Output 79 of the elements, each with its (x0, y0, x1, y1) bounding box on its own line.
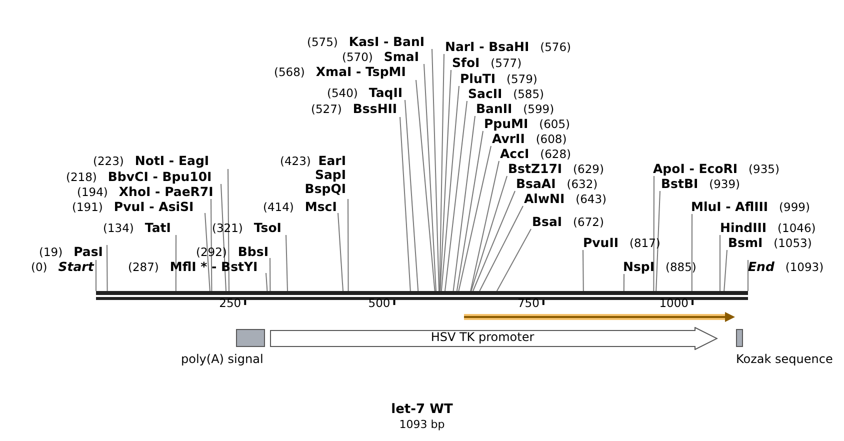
leader-line (175, 234, 176, 292)
leader-line (724, 250, 728, 292)
map-title: let-7 WT (390, 402, 454, 417)
tick-label: 1000 (658, 296, 689, 310)
leader-line (456, 130, 484, 292)
leader-line (440, 86, 460, 292)
enzyme-site-label: BsaAI (632) (516, 177, 598, 191)
leader-line (338, 212, 344, 292)
leader-line (691, 214, 692, 292)
enzyme-site-label: (0) Start (31, 260, 94, 274)
enzyme-site-label: (570) SmaI (342, 50, 420, 64)
leader-line (348, 198, 349, 292)
enzyme-site-label: AccI (628) (500, 147, 572, 161)
enzyme-site-label: (321) TsoI (212, 221, 282, 235)
enzyme-site-label: MluI - AflIII (999) (691, 200, 810, 214)
leader-line (472, 190, 516, 292)
leader-line (286, 234, 288, 292)
leader-line (452, 116, 476, 292)
enzyme-site-label: (287) MflI * - BstYI (128, 260, 258, 274)
enzyme-site-label: (568) XmaI - TspMI (274, 65, 406, 79)
leader-line (228, 168, 230, 292)
enzyme-site-label: SfoI (577) (452, 56, 522, 70)
leader-line (204, 212, 210, 292)
leader-line (470, 176, 508, 292)
enzyme-site-label: BsaI (672) (532, 215, 604, 229)
leader-line (458, 146, 492, 292)
enzyme-site-label: (414) MscI (263, 200, 337, 214)
enzyme-site-label: (527) BssHII (311, 102, 398, 116)
leader-line (656, 190, 660, 292)
enzyme-site-label: HindIII (1046) (720, 221, 816, 235)
enzyme-site-label: PluTI (579) (460, 72, 538, 86)
leader-line (439, 54, 444, 292)
enzyme-site-label: PpuMI (605) (484, 117, 570, 131)
leader-line (404, 100, 419, 292)
leader-line (266, 272, 268, 292)
enzyme-site-label: (223) NotI - EagI (93, 154, 210, 168)
enzyme-site-label: NspI (885) (623, 260, 696, 274)
leader-line (440, 70, 452, 292)
sequence-length: 1093 bp (398, 418, 446, 431)
leader-line (582, 250, 584, 292)
enzyme-site-label: SacII (585) (468, 87, 544, 101)
leader-line (424, 64, 436, 292)
enzyme-site-label: (134) TatI (103, 221, 171, 235)
leader-line (470, 160, 500, 292)
tick-label: 500 (367, 296, 390, 310)
promoter-feature: HSV TK promoter (270, 327, 718, 350)
enzyme-site-label: BanII (599) (476, 102, 554, 116)
enzyme-site-label: (292) BbsI (196, 245, 268, 259)
enzyme-site-label: (191) PvuI - AsiSI (72, 200, 194, 214)
leader-line (210, 198, 212, 292)
leader-line (432, 48, 440, 292)
leader-line (479, 206, 524, 292)
leader-line (653, 176, 654, 292)
leader-line (444, 100, 468, 292)
leader-line (416, 80, 436, 292)
leader-line (623, 274, 624, 292)
leader-line (496, 228, 532, 292)
enzyme-site-label: AvrII (608) (492, 132, 567, 146)
enzyme-site-label: BstBI (939) (661, 177, 740, 191)
tick-label: 750 (516, 296, 540, 310)
dna-backbone (96, 291, 748, 300)
enzyme-site-label: (218) BbvCI - Bpu10I (66, 170, 212, 184)
leader-line (400, 116, 411, 292)
leader-line (106, 244, 108, 292)
leader-line (270, 258, 271, 292)
enzyme-site-label: (423) EarI SapI BspQI (270, 154, 346, 196)
enzyme-site-label: BstZ17I (629) (508, 162, 604, 176)
enzyme-site-label: PvuII (817) (583, 236, 660, 250)
enzyme-site-label: ApoI - EcoRI (935) (653, 162, 780, 176)
tick-label: 250 (218, 296, 242, 310)
enzyme-site-label: NarI - BsaHI (576) (445, 40, 572, 54)
enzyme-site-label: (194) XhoI - PaeR7I (77, 185, 214, 199)
enzyme-site-label: (540) TaqII (327, 86, 403, 100)
enzyme-site-label: End (1093) (748, 260, 824, 274)
enzyme-site-label: BsmI (1053) (728, 236, 812, 250)
enzyme-site-label: (19) PasI (39, 245, 103, 259)
enzyme-site-label: AlwNI (643) (524, 192, 607, 206)
enzyme-site-label: (575) KasI - BanI (307, 35, 425, 49)
leader-line (220, 184, 226, 292)
